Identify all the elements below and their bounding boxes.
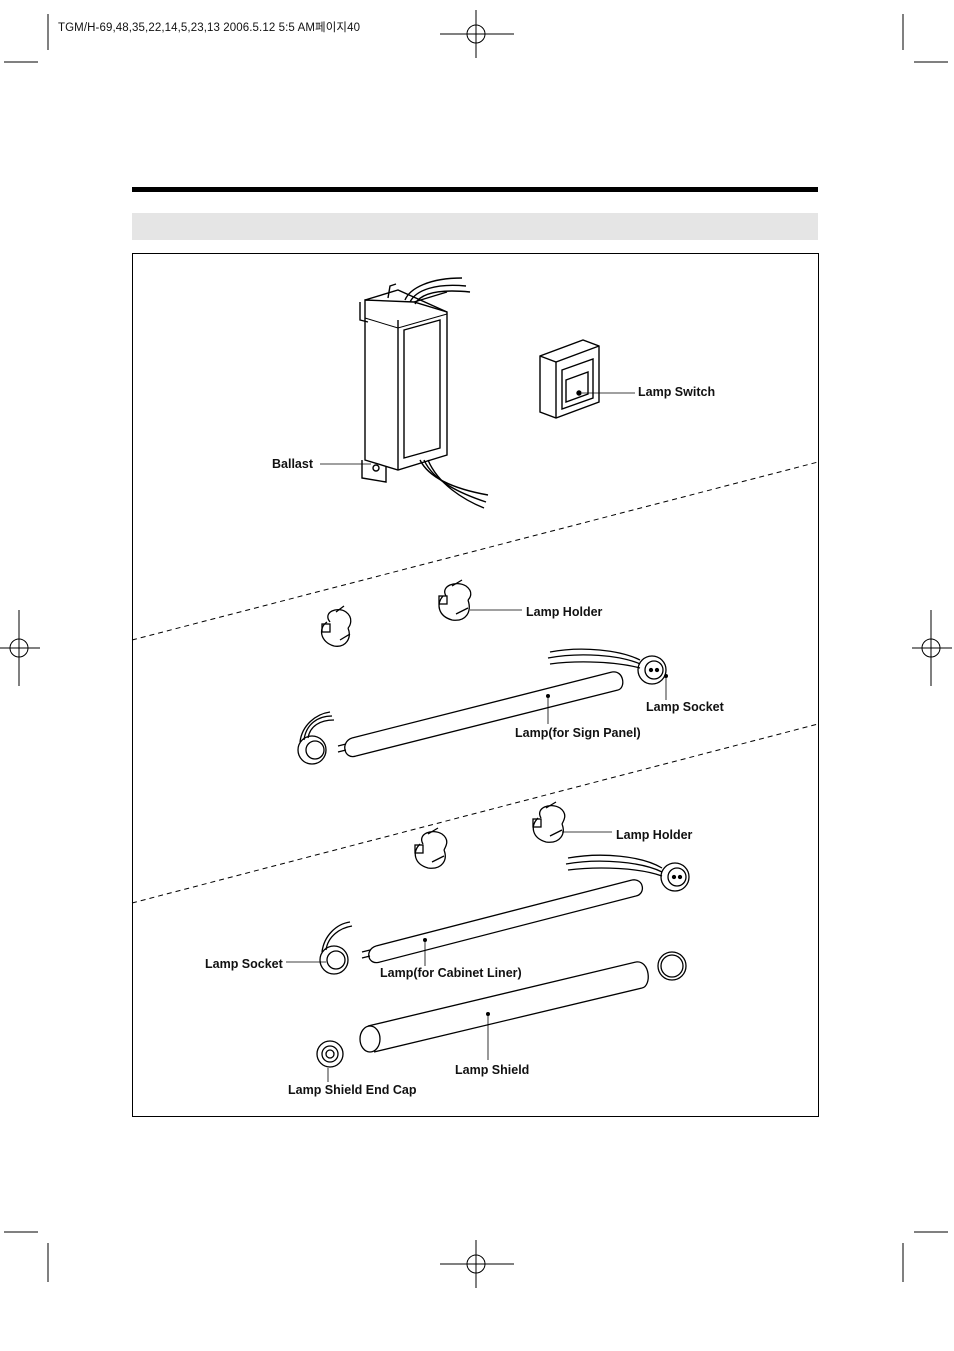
lamp-holder-right-1 (438, 579, 472, 621)
lamp-holder-left-1 (320, 605, 352, 647)
lamp-holder-left-2 (414, 827, 448, 869)
label-lamp-socket-upper: Lamp Socket (646, 700, 724, 714)
lamp-switch-illustration (539, 339, 600, 419)
label-lamp-shield-end-cap: Lamp Shield End Cap (288, 1083, 417, 1097)
print-meta-header: TGM/H-69,48,35,22,14,5,23,13 2006.5.12 5… (58, 22, 361, 34)
lamp-holder-right-2 (532, 801, 566, 843)
top-rule (132, 187, 818, 192)
lamp-cabinet-liner-illustration (319, 854, 690, 975)
label-ballast: Ballast (272, 457, 313, 471)
registration-target-left (0, 610, 40, 686)
registration-target-top (440, 10, 514, 58)
lamp-shield-illustration (316, 951, 687, 1068)
section-divider-1 (131, 461, 819, 641)
label-lamp-cabinet-liner: Lamp(for Cabinet Liner) (380, 966, 522, 980)
label-lamp-switch: Lamp Switch (638, 385, 716, 399)
ballast-illustration (359, 277, 489, 509)
label-lamp-sign-panel: Lamp(for Sign Panel) (515, 726, 641, 740)
crop-marks (4, 14, 948, 1282)
parts-illustration-frame (132, 253, 819, 1117)
section-divider-2 (131, 723, 819, 904)
registration-target-bottom (440, 1240, 514, 1288)
label-lamp-holder-upper: Lamp Holder (526, 605, 603, 619)
lamp-sign-panel-illustration (297, 648, 667, 765)
label-lamp-holder-lower: Lamp Holder (616, 828, 693, 842)
section-title-band (132, 213, 818, 240)
label-lamp-shield: Lamp Shield (455, 1063, 530, 1077)
label-lamp-socket-lower: Lamp Socket (205, 957, 283, 971)
registration-target-right (912, 610, 952, 686)
